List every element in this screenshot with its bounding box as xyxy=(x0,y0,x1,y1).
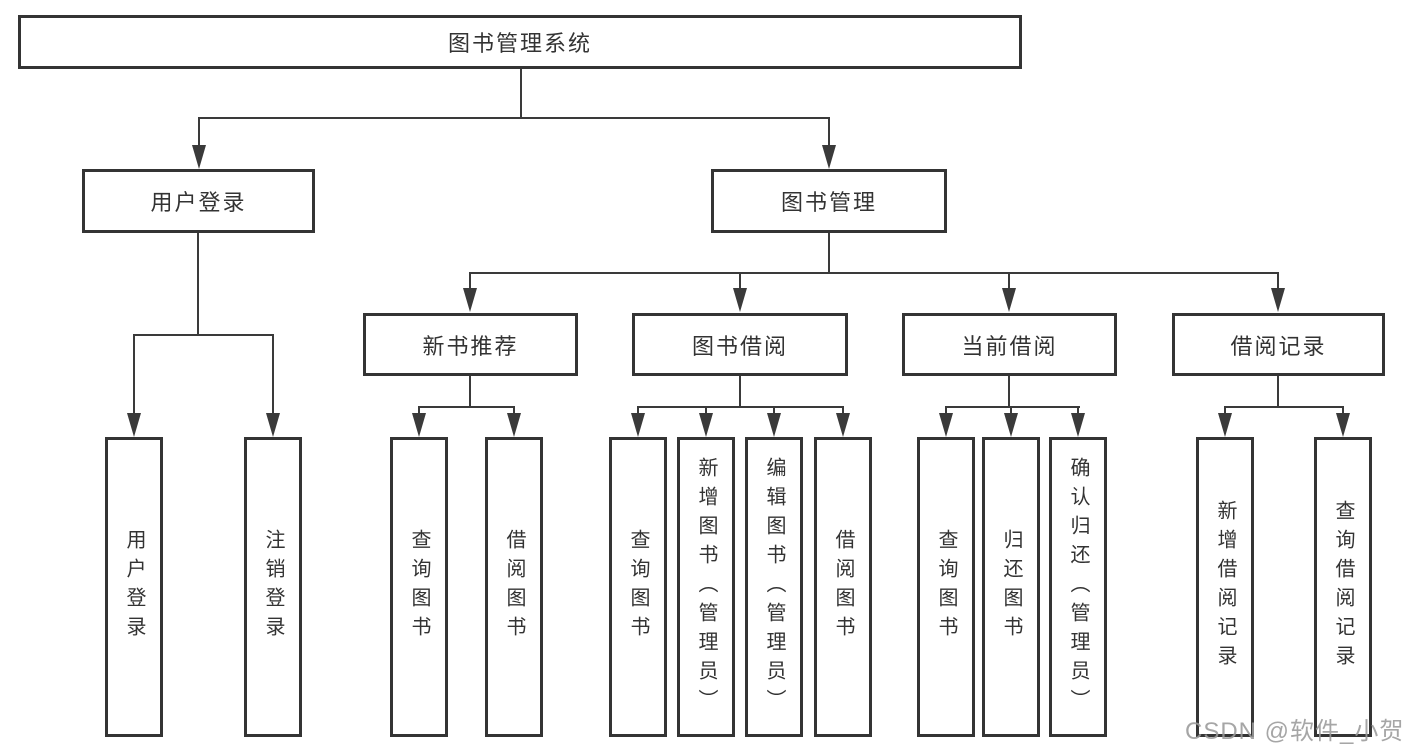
arrow-down-icon xyxy=(1004,413,1018,437)
arrow-down-icon xyxy=(822,145,836,169)
connector-user-login-stem xyxy=(197,233,199,335)
node-user-login-label: 用户登录 xyxy=(150,190,247,215)
arrow-down-icon xyxy=(733,288,747,312)
node-current-borrowing: 当前借阅 xyxy=(902,313,1117,376)
connector-book-borrowing-stem xyxy=(739,376,741,407)
connector-to-new-book-recommend xyxy=(469,272,471,292)
node-book-borrowing-label: 图书借阅 xyxy=(691,333,788,359)
arrow-down-icon xyxy=(1271,288,1285,312)
connector-borrow-records-branch xyxy=(1224,406,1344,408)
node-borrow-records: 借阅记录 xyxy=(1172,313,1385,376)
leaf-bb-borrow-books: 借阅图书 xyxy=(814,437,872,737)
leaf-cb-confirm-return-admin-label: 确认归还（管理员） xyxy=(1067,456,1089,718)
node-new-book-recommend-label: 新书推荐 xyxy=(422,333,519,359)
arrow-down-icon xyxy=(1071,413,1085,437)
connector-to-current-borrowing xyxy=(1008,272,1010,292)
arrow-down-icon xyxy=(192,145,206,169)
connector-book-management-stem xyxy=(828,233,830,274)
connector-to-book-management xyxy=(828,117,830,150)
leaf-nb-query-books: 查询图书 xyxy=(390,437,448,737)
leaf-cb-return-books: 归还图书 xyxy=(982,437,1040,737)
leaf-bb-borrow-books-label: 借阅图书 xyxy=(832,529,854,645)
connector-new-book-branch xyxy=(418,406,515,408)
connector-level2-branch xyxy=(198,117,830,119)
arrow-down-icon xyxy=(1336,413,1350,437)
leaf-cb-query-books-label: 查询图书 xyxy=(935,529,957,645)
node-user-login: 用户登录 xyxy=(82,169,315,233)
arrow-down-icon xyxy=(1218,413,1232,437)
leaf-nb-borrow-books: 借阅图书 xyxy=(485,437,543,737)
leaf-logout: 注销登录 xyxy=(244,437,302,737)
leaf-cb-query-books: 查询图书 xyxy=(917,437,975,737)
node-book-management-label: 图书管理 xyxy=(780,190,877,215)
leaf-bb-add-books-admin: 新增图书（管理员） xyxy=(677,437,735,737)
root-node-library-system: 图书管理系统 xyxy=(18,15,1022,69)
leaf-logout-label: 注销登录 xyxy=(262,529,284,645)
arrow-down-icon xyxy=(127,413,141,437)
connector-to-borrow-records xyxy=(1277,272,1279,292)
arrow-down-icon xyxy=(266,413,280,437)
node-new-book-recommend: 新书推荐 xyxy=(363,313,578,376)
connector-current-borrowing-stem xyxy=(1008,376,1010,407)
node-borrow-records-label: 借阅记录 xyxy=(1230,333,1327,359)
connector-book-borrowing-branch xyxy=(637,406,844,408)
connector-to-book-borrowing xyxy=(739,272,741,292)
csdn-watermark: CSDN @软件_小贺同学 xyxy=(1185,718,1405,745)
connector-to-leaf-logout xyxy=(272,334,274,416)
arrow-down-icon xyxy=(412,413,426,437)
leaf-cb-return-books-label: 归还图书 xyxy=(1000,529,1022,645)
arrow-down-icon xyxy=(1002,288,1016,312)
node-book-management: 图书管理 xyxy=(711,169,947,233)
leaf-br-query-record-label: 查询借阅记录 xyxy=(1332,500,1354,674)
arrow-down-icon xyxy=(939,413,953,437)
leaf-bb-edit-books-admin-label: 编辑图书（管理员） xyxy=(763,456,785,718)
connector-root-stem xyxy=(520,69,522,118)
root-node-label: 图书管理系统 xyxy=(447,31,592,56)
arrow-down-icon xyxy=(631,413,645,437)
leaf-cb-confirm-return-admin: 确认归还（管理员） xyxy=(1049,437,1107,737)
leaf-user-login: 用户登录 xyxy=(105,437,163,737)
leaf-br-add-record-label: 新增借阅记录 xyxy=(1214,500,1236,674)
leaf-bb-query-books: 查询图书 xyxy=(609,437,667,737)
arrow-down-icon xyxy=(699,413,713,437)
leaf-bb-query-books-label: 查询图书 xyxy=(627,529,649,645)
leaf-br-query-record: 查询借阅记录 xyxy=(1314,437,1372,737)
connector-current-borrowing-branch xyxy=(945,406,1080,408)
arrow-down-icon xyxy=(836,413,850,437)
leaf-nb-query-books-label: 查询图书 xyxy=(408,529,430,645)
arrow-down-icon xyxy=(463,288,477,312)
node-current-borrowing-label: 当前借阅 xyxy=(961,333,1058,359)
connector-to-leaf-user-login xyxy=(133,334,135,416)
leaf-bb-edit-books-admin: 编辑图书（管理员） xyxy=(745,437,803,737)
leaf-bb-add-books-admin-label: 新增图书（管理员） xyxy=(695,456,717,718)
connector-new-book-stem xyxy=(469,376,471,407)
arrow-down-icon xyxy=(767,413,781,437)
connector-borrow-records-stem xyxy=(1277,376,1279,407)
leaf-nb-borrow-books-label: 借阅图书 xyxy=(503,529,525,645)
connector-to-user-login xyxy=(198,117,200,150)
connector-user-login-branch xyxy=(133,334,274,336)
leaf-user-login-label: 用户登录 xyxy=(123,529,145,645)
connector-level3-branch xyxy=(469,272,1279,274)
node-book-borrowing: 图书借阅 xyxy=(632,313,848,376)
arrow-down-icon xyxy=(507,413,521,437)
leaf-br-add-record: 新增借阅记录 xyxy=(1196,437,1254,737)
